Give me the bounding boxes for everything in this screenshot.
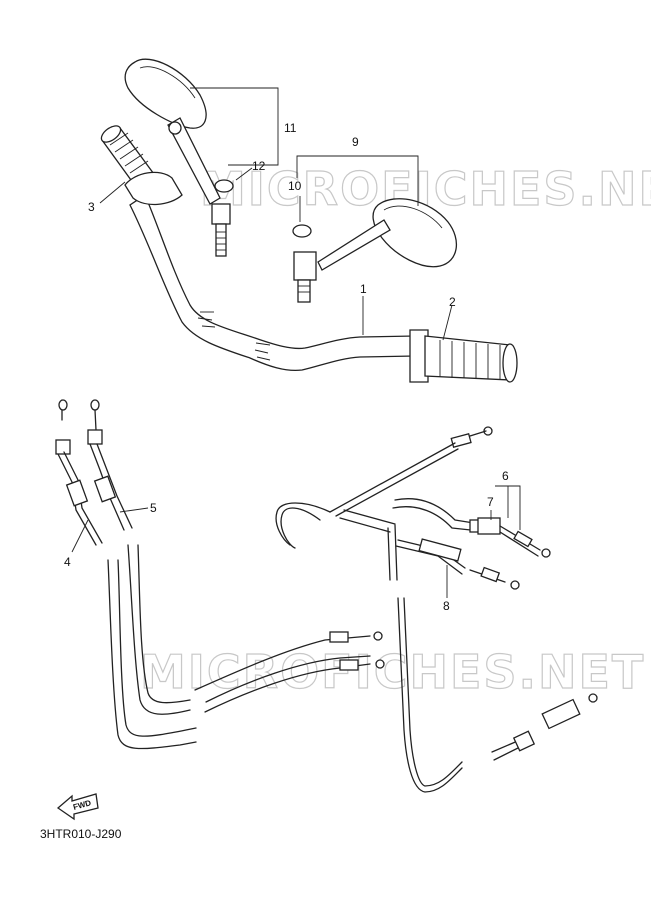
leader-6 [495,485,521,530]
callout-7: 7 [487,495,494,509]
callout-3: 3 [88,200,95,214]
handlebar [129,194,416,372]
cable-end-ball [375,659,385,669]
diagram-code: 3HTR010-J290 [40,827,122,841]
callout-5: 5 [150,501,157,515]
cable-end-ball [373,631,383,641]
cap-10 [292,224,312,238]
callout-1: 1 [360,282,367,296]
leader-9 [296,155,419,206]
left-mirror [124,58,231,257]
leader-3 [99,181,126,204]
watermark-middle: MICROFICHES.NET [140,645,645,699]
cable-end-fitting [339,659,359,671]
callout-11: 11 [284,121,297,135]
leader-4 [71,519,89,553]
throttle-grip [100,125,183,206]
callout-4: 4 [64,555,71,569]
leader-5 [119,507,149,513]
cap-12 [214,179,234,193]
callout-12: 12 [252,159,266,173]
cable-adjuster [392,498,551,590]
leader-12 [235,167,253,181]
leader-2 [442,304,453,341]
right-mirror [293,198,458,303]
cable-end-fitting [329,631,349,643]
right-grip [409,329,518,383]
callout-6: 6 [502,469,509,483]
callout-8: 8 [443,599,450,613]
callout-2: 2 [449,295,456,309]
throttle-cable-5 [87,399,371,715]
callout-9: 9 [352,135,359,149]
leader-11 [190,87,279,166]
callout-10: 10 [288,179,302,193]
fwd-arrow-icon: FWD [56,793,99,821]
throttle-cable-4 [55,399,371,750]
clutch-cable [275,426,598,793]
